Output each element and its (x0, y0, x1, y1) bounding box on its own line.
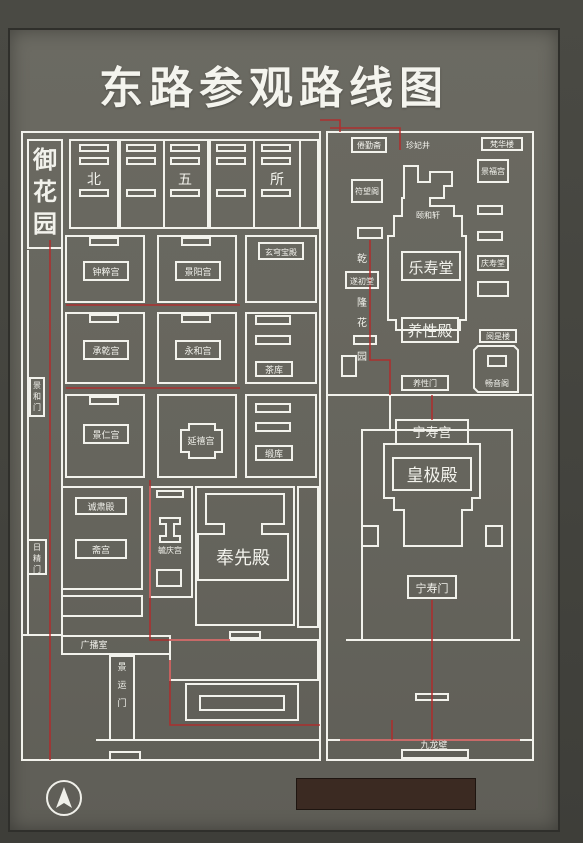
label-qianlong-3: 花 (357, 316, 367, 329)
label-jingheyimen-2: 和 (33, 392, 41, 401)
label-yangxingmen: 养性门 (413, 378, 437, 388)
label-chaku: 茶库 (265, 364, 283, 376)
building-outlines (21, 131, 534, 761)
map-title: 东路参观路线图 (99, 63, 449, 114)
label-rijingmen-2: 精 (33, 553, 41, 563)
label-jiulongbi: 九龙壁 (420, 739, 447, 751)
label-jingyunmen-1: 景 (117, 662, 126, 673)
label-north-five-2: 五 (178, 172, 192, 188)
label-changyin: 畅音阁 (485, 378, 509, 388)
label-zhongcui: 钟粹宫 (92, 266, 119, 278)
label-yuqing: 毓庆宫 (158, 545, 182, 555)
label-qianlong-1: 乾 (357, 252, 367, 265)
north-arrow-icon (46, 780, 82, 816)
label-rijingmen-1: 日 (33, 543, 41, 552)
label-jingfu: 景福宫 (481, 166, 505, 176)
label-yonghe: 永和宫 (184, 345, 211, 357)
label-duanku: 缎库 (265, 448, 283, 460)
label-yihe: 颐和轩 (416, 210, 440, 220)
label-jingyang: 景阳宫 (184, 266, 211, 278)
label-imperial-garden-1: 御 (32, 146, 57, 174)
label-fanhua: 梵华楼 (490, 139, 514, 149)
label-jingheyimen-1: 景 (33, 381, 41, 390)
label-fengxian: 奉先殿 (216, 548, 270, 569)
label-yanxi: 延禧宫 (187, 435, 214, 447)
label-fuwang: 符望阁 (355, 186, 379, 196)
label-guangbo: 广播室 (80, 639, 107, 651)
label-qingshou: 庆寿堂 (481, 258, 505, 268)
label-jingyunmen-2: 运 (117, 680, 126, 691)
label-chengsu: 诚肃殿 (87, 501, 114, 513)
label-north-five-1: 北 (87, 172, 101, 188)
label-yueshi: 阅是楼 (486, 331, 510, 341)
label-north-five-3: 所 (270, 172, 284, 188)
visitor-route (49, 119, 520, 760)
label-suichu: 遂初堂 (350, 276, 374, 286)
label-zhenfei: 珍妃井 (406, 140, 430, 150)
label-rijingmen-3: 门 (33, 564, 41, 574)
label-yangxing: 养性殿 (407, 322, 452, 340)
label-ningshoumen: 宁寿门 (416, 581, 449, 595)
label-leshou: 乐寿堂 (408, 259, 453, 277)
label-huangji: 皇极殿 (407, 466, 458, 486)
label-chengqian: 承乾宫 (92, 345, 119, 357)
label-zhaigong: 斋宫 (92, 544, 110, 556)
label-ningshougong: 宁寿宫 (412, 425, 451, 441)
label-jingren: 景仁宫 (92, 429, 119, 441)
map-labels: 御 花 园 北 五 所 钟粹宫 景阳宫 玄穹宝殿 承乾宫 永和宫 茶库 景仁宫 … (32, 139, 514, 751)
info-plaque (296, 778, 476, 810)
label-xuanqiong: 玄穹宝殿 (265, 247, 297, 257)
label-jingyunmen-3: 门 (117, 697, 126, 709)
label-juanqin: 倦勤斋 (357, 140, 381, 150)
label-imperial-garden-3: 园 (33, 210, 57, 238)
label-imperial-garden-2: 花 (33, 178, 57, 206)
label-qianlong-4: 园 (357, 351, 367, 363)
label-jingheyimen-3: 门 (33, 402, 41, 412)
label-qianlong-2: 隆 (357, 296, 367, 309)
